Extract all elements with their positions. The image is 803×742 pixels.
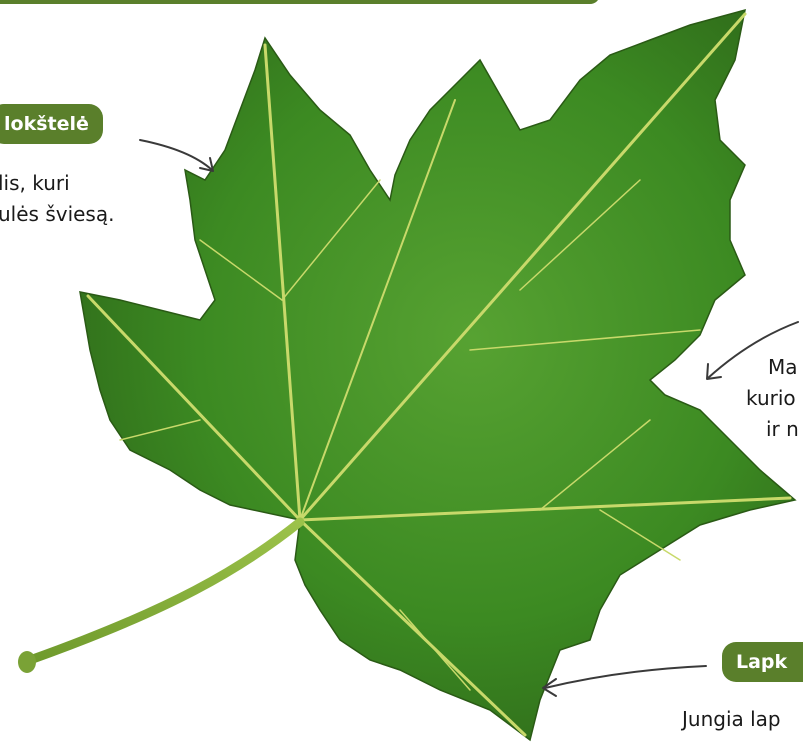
label-petiole-description: Jungia lap xyxy=(682,704,781,735)
label-petiole-title: Lapk xyxy=(736,651,787,673)
label-veins-desc-line3: ir n xyxy=(746,414,799,445)
leaf-blade xyxy=(80,10,795,740)
leaf-petiole xyxy=(30,522,300,660)
label-veins-description: Ma kurio ir n xyxy=(746,352,799,445)
label-blade-desc-line2: ulės šviesą. xyxy=(0,199,114,230)
label-veins-desc-line1: Ma xyxy=(746,352,799,383)
label-blade-desc-line1: lis, kuri xyxy=(0,168,114,199)
label-blade-description: lis, kuri ulės šviesą. xyxy=(0,168,114,230)
stem-tip xyxy=(18,651,36,673)
label-pill-petiole: Lapk xyxy=(722,642,803,682)
label-veins-desc-line2: kurio xyxy=(746,383,799,414)
arrow-blade xyxy=(140,140,212,170)
label-pill-blade: lokštelė xyxy=(0,104,103,144)
label-blade-title: lokštelė xyxy=(4,113,89,135)
arrow-petiole xyxy=(545,666,706,688)
